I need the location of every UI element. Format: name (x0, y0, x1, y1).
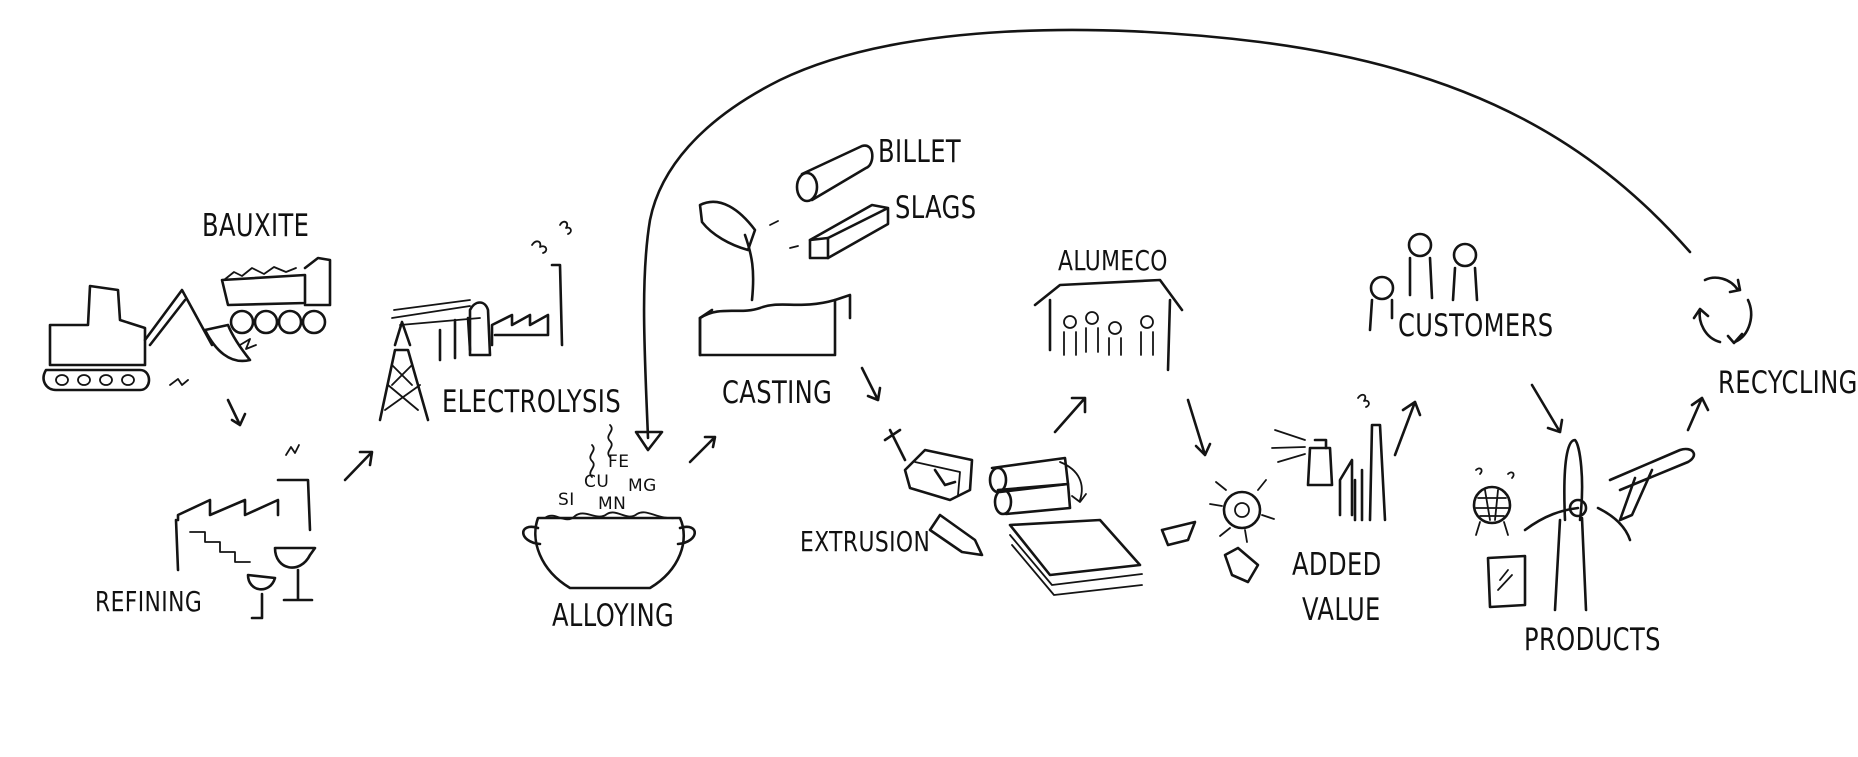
saw-blade-icon (1209, 479, 1275, 543)
cut-piece-icon (1223, 546, 1260, 584)
arrow-bauxite-refining-icon (226, 398, 247, 427)
return-arrowhead-icon (634, 430, 664, 452)
label-billet: BILLET (878, 134, 962, 170)
arrow-products-recycling-icon (1686, 396, 1710, 432)
spray-can-icon (1271, 429, 1334, 487)
label-added-value-line2: VALUE (1302, 592, 1381, 628)
wind-turbine-icon (1523, 438, 1632, 612)
label-products: PRODUCTS (1524, 622, 1661, 658)
aluminium-sheets-icon (1008, 518, 1143, 596)
casting-mould-icon (698, 200, 852, 357)
arrow-addedvalue-customers-icon (1393, 400, 1422, 457)
element-mg: MG (628, 476, 657, 496)
profiles-roll-icon (988, 456, 1087, 516)
recycling-return-arc (642, 28, 1692, 440)
alloying-pot-icon (521, 424, 697, 590)
slag-bar-icon (808, 203, 890, 260)
excavator-icon (42, 284, 257, 392)
mine-truck-icon (220, 256, 332, 335)
profile-bars-icon (1338, 393, 1387, 522)
element-mn: MN (598, 494, 627, 514)
window-frame-icon (1486, 554, 1527, 609)
arrow-casting-extrusion-icon (860, 366, 882, 402)
label-electrolysis: ELECTROLYSIS (442, 384, 622, 420)
label-casting: CASTING (722, 375, 833, 411)
label-bauxite: BAUXITE (202, 208, 310, 244)
customers-people-icon (1368, 232, 1479, 332)
airplane-icon (1608, 447, 1696, 522)
refinery-factory-icon (174, 444, 317, 620)
label-added-value-line1: ADDED (1292, 547, 1382, 583)
label-alloying: ALLOYING (552, 598, 675, 634)
arrow-customers-products-icon (1530, 383, 1564, 434)
arrow-alumeco-addedvalue-icon (1186, 398, 1212, 457)
arrow-refining-electrolysis-icon (343, 450, 374, 482)
element-cu: CU (584, 472, 610, 492)
element-fe: FE (608, 452, 630, 472)
billet-icon (795, 144, 874, 203)
heater-fan-icon (1472, 467, 1515, 536)
arrow-alloying-casting-icon (688, 435, 717, 464)
recycling-symbol-icon (1692, 276, 1753, 345)
label-slags: SLAGS (895, 190, 977, 226)
label-extrusion: EXTRUSION (800, 525, 931, 558)
element-si: SI (558, 490, 575, 510)
extrusion-press-icon (883, 428, 984, 557)
alumeco-building-icon (1033, 278, 1184, 372)
cut-profile-icon (1160, 520, 1197, 547)
electrolysis-plant-icon (378, 220, 572, 422)
arrow-extrusion-alumeco-icon (1053, 396, 1087, 434)
label-recycling: RECYCLING (1718, 365, 1858, 401)
label-alumeco: ALUMECO (1058, 244, 1168, 277)
label-customers: CUSTOMERS (1398, 308, 1554, 344)
label-refining: REFINING (95, 585, 203, 618)
